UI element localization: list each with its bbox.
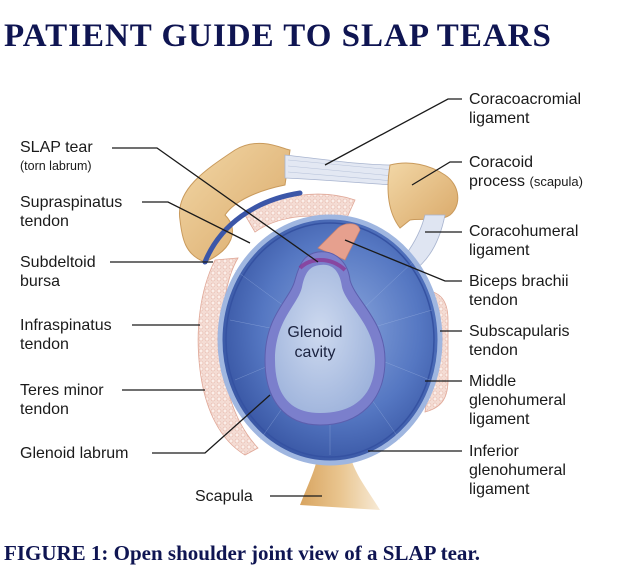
- label-glenoid-labrum: Glenoid labrum: [20, 444, 129, 463]
- label-line: process: [469, 173, 526, 190]
- figure-caption: FIGURE 1: Open shoulder joint view of a …: [4, 541, 481, 565]
- label-line: ligament: [469, 481, 530, 498]
- label-line: tendon: [20, 336, 69, 353]
- label-line: glenohumeral: [469, 462, 566, 479]
- label-line: Coracoid: [469, 154, 534, 171]
- label-line: Coracohumeral: [469, 223, 579, 240]
- leader-coracoid: [411, 161, 462, 186]
- glenoid-cavity: [275, 264, 375, 413]
- label-line: Subdeltoid: [20, 254, 96, 271]
- coracoacromial-ligament: [284, 154, 396, 186]
- label-line: Middle: [469, 373, 517, 390]
- label-line: Biceps brachii: [469, 273, 569, 290]
- label-line: Inferior: [469, 443, 519, 460]
- label-slap-tear: SLAP tear (torn labrum): [20, 138, 93, 176]
- leader-glenoid-labrum: [152, 394, 271, 454]
- label-line: Infraspinatus: [20, 317, 112, 334]
- leader-biceps: [344, 239, 462, 282]
- label-line: Subscapularis: [469, 323, 570, 340]
- leader-lines: [110, 98, 462, 497]
- page-title: PATIENT GUIDE TO SLAP TEARS: [4, 18, 552, 54]
- label-line: Scapula: [195, 488, 253, 505]
- label-subdeltoid-bursa: Subdeltoid bursa: [20, 253, 96, 291]
- label-line: glenohumeral: [469, 392, 566, 409]
- label-teres-minor-tendon: Teres minor tendon: [20, 381, 104, 419]
- label-line: tendon: [469, 342, 518, 359]
- label-scapula: Scapula: [195, 487, 253, 506]
- label-supraspinatus-tendon: Supraspinatus tendon: [20, 193, 122, 231]
- label-subscapularis-tendon: Subscapularis tendon: [469, 322, 570, 360]
- label-line: cavity: [294, 344, 336, 361]
- coracoid-process-bone: [387, 162, 459, 229]
- label-infraspinatus-tendon: Infraspinatus tendon: [20, 316, 112, 354]
- label-line: ligament: [469, 110, 530, 127]
- label-coracoacromial-ligament: Coracoacromial ligament: [469, 90, 581, 128]
- label-line: tendon: [469, 292, 518, 309]
- label-inferior-glenohumeral-ligament: Inferior glenohumeral ligament: [469, 442, 566, 499]
- label-biceps-brachii-tendon: Biceps brachii tendon: [469, 272, 569, 310]
- label-subtext: (scapula): [529, 174, 583, 189]
- slap-tear: [298, 258, 347, 272]
- label-line: tendon: [20, 213, 69, 230]
- label-line: Glenoid labrum: [20, 445, 129, 462]
- label-subtext: (torn labrum): [20, 159, 92, 173]
- label-line: Teres minor: [20, 382, 104, 399]
- biceps-brachii-tendon: [317, 223, 361, 261]
- glenoid-cavity-label: Glenoid cavity: [280, 323, 350, 363]
- label-coracoid-process: Coracoid process (scapula): [469, 153, 583, 191]
- label-line: bursa: [20, 273, 61, 290]
- label-line: Supraspinatus: [20, 194, 123, 211]
- leader-coracoacromial: [324, 98, 462, 166]
- label-line: ligament: [469, 242, 530, 259]
- label-line: ligament: [469, 411, 530, 428]
- leader-supraspinatus: [142, 201, 251, 244]
- label-line: tendon: [20, 401, 69, 418]
- label-line: Glenoid: [287, 324, 343, 341]
- subdeltoid-bursa: [202, 190, 303, 265]
- label-line: SLAP tear: [20, 139, 93, 156]
- leader-slap-tear: [112, 147, 319, 263]
- label-middle-glenohumeral-ligament: Middle glenohumeral ligament: [469, 372, 566, 429]
- label-line: Coracoacromial: [469, 91, 582, 108]
- label-coracohumeral-ligament: Coracohumeral ligament: [469, 222, 578, 260]
